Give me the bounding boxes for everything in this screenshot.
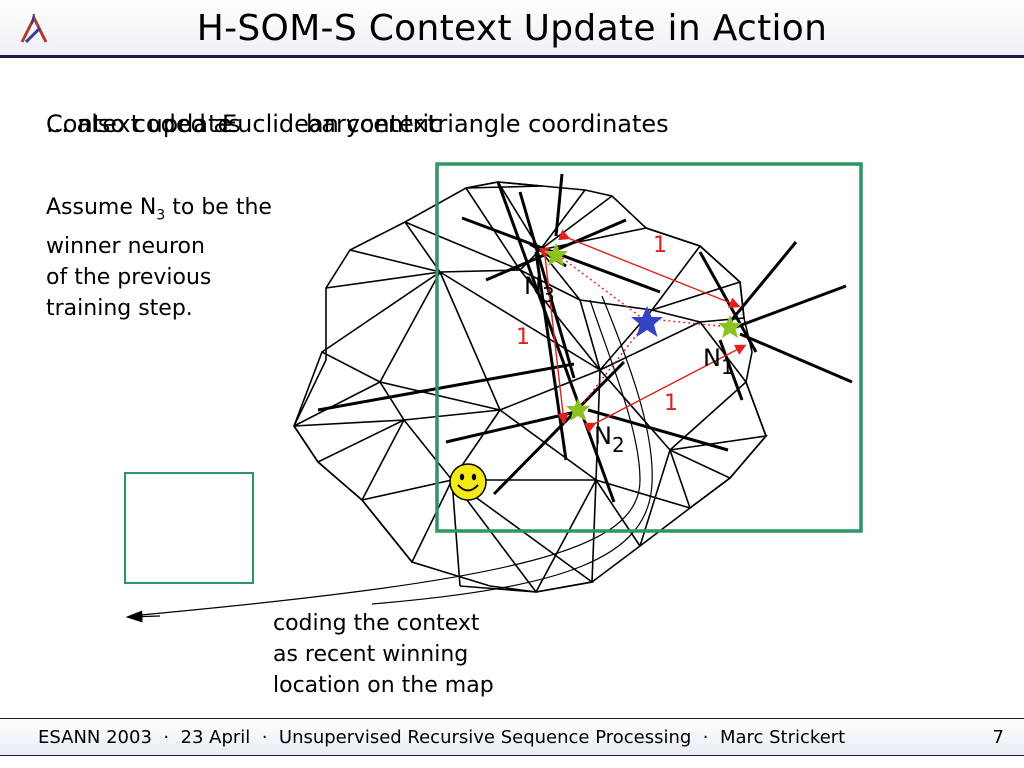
distance-label: 1 xyxy=(516,325,530,350)
heading-fragment: Euclidean context xyxy=(222,110,437,138)
distance-label: 1 xyxy=(653,233,667,258)
winner-star-icon xyxy=(631,306,663,337)
heading-fragment: triangle coordinates xyxy=(428,110,669,138)
caption-line: location on the map xyxy=(273,673,494,698)
slide-title: H-SOM-S Context Update in Action xyxy=(196,8,828,49)
label-n2: N2 xyxy=(594,422,625,457)
footer-text: ESANN 2003 · 23 April · Unsupervised Rec… xyxy=(38,727,846,748)
footer-bar: ESANN 2003 · 23 April · Unsupervised Rec… xyxy=(0,718,1024,756)
smiley-icon xyxy=(449,463,487,501)
assume-line: Assume N xyxy=(46,195,157,220)
heading-fragment: Context update xyxy=(46,110,233,138)
assume-line: to be the xyxy=(165,195,272,220)
assume-text: Assume N3 to be the winner neuron of the… xyxy=(46,192,272,324)
assume-line: winner neuron xyxy=(46,234,205,260)
page-number: 7 xyxy=(992,727,1004,748)
label-n1: N1 xyxy=(703,344,734,379)
assume-subscript: 3 xyxy=(156,207,166,224)
distance-lines xyxy=(538,229,747,433)
caption-line: as recent winning xyxy=(273,642,469,667)
context-curves xyxy=(125,295,653,623)
caption-line: coding the context xyxy=(273,611,480,636)
title-bar: H-SOM-S Context Update in Action xyxy=(0,0,1024,58)
neuron-n1-star xyxy=(718,315,742,338)
projection-lines xyxy=(317,173,853,503)
neuron-n3-star xyxy=(544,243,568,266)
barycentric-lines xyxy=(557,254,731,411)
heading-fragment: ... also coded as xyxy=(46,110,241,138)
label-n3: N3 xyxy=(524,272,555,307)
assume-line: training step. xyxy=(46,296,193,322)
assume-line: of the previous xyxy=(46,265,212,291)
map-frame xyxy=(435,162,863,533)
neuron-n2-star xyxy=(566,398,590,421)
heading-fragment: barycentric xyxy=(306,110,443,138)
coding-caption: coding the context as recent winning loc… xyxy=(273,608,494,701)
logo-icon xyxy=(20,13,48,44)
distance-label: 1 xyxy=(664,391,678,416)
context-box xyxy=(124,472,254,584)
